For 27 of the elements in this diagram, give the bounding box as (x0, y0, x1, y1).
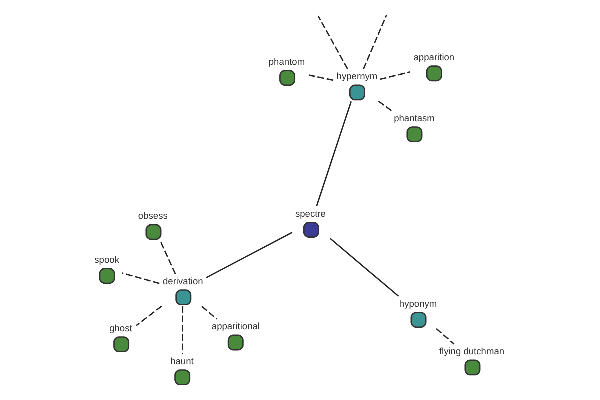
connector (182, 306, 184, 354)
connector (363, 14, 388, 70)
node-label: hypernym (336, 72, 378, 82)
connector (308, 74, 334, 82)
node-label: apparitional (212, 322, 260, 332)
connector (206, 232, 293, 279)
node-label: phantom (268, 56, 306, 67)
connector (316, 101, 352, 207)
node-label: flying dutchman (439, 346, 505, 357)
node-label: hyponym (399, 298, 438, 309)
connector (318, 16, 348, 70)
node-label: derivation (163, 276, 204, 286)
connector (330, 238, 400, 297)
node-label: phantasm (394, 113, 435, 124)
connector (378, 100, 392, 112)
node-label: ghost (110, 323, 132, 334)
connector (122, 272, 160, 284)
node-label: apparition (414, 52, 455, 62)
node-label: spook (94, 254, 120, 265)
connector (436, 328, 455, 345)
node-label: obsess (138, 211, 168, 222)
node-label: spectre (295, 208, 326, 219)
connector (136, 306, 162, 326)
connector (160, 241, 176, 274)
connector (202, 306, 218, 320)
connector (380, 71, 411, 80)
node-label: haunt (170, 356, 194, 366)
